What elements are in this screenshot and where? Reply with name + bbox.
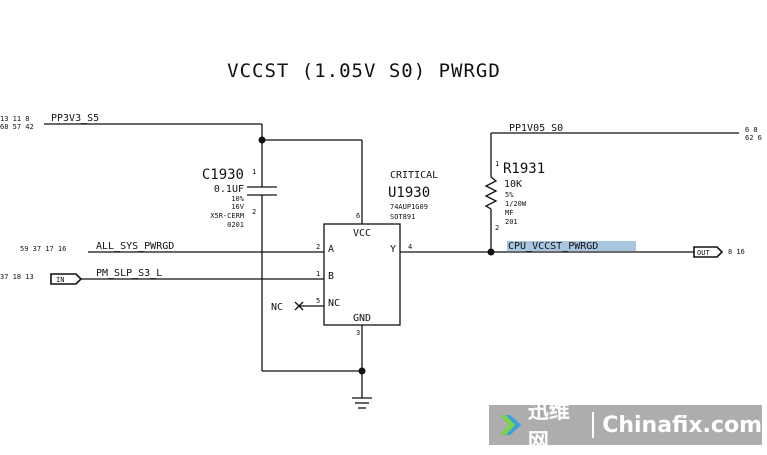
u1930-pin-4: 4: [408, 243, 412, 251]
schematic-title: VCCST (1.05V S0) PWRGD: [227, 60, 501, 82]
c1930-voltage: 16V: [231, 203, 244, 211]
nc-marker-label: NC: [271, 302, 283, 313]
ground-symbol-icon: [352, 397, 372, 409]
c1930-pin-2: 2: [252, 208, 256, 216]
u1930-pin-2: 2: [316, 243, 320, 251]
u1930-pin-3: 3: [356, 329, 360, 337]
cpu-vccst-highlight: [507, 241, 636, 251]
pp1v05-net-label[interactable]: PP1V05_S0: [509, 123, 563, 134]
c1930-package: 0201: [227, 221, 244, 229]
u1930-a-label: A: [328, 244, 334, 255]
pm-slp-s3-net-label[interactable]: PM_SLP_S3_L: [96, 268, 162, 279]
u1930-pin-6: 6: [356, 212, 360, 220]
chinafix-watermark: 迅维网 Chinafix.com: [489, 399, 762, 453]
r1931-package: 201: [505, 218, 518, 226]
cpu-vccst-pwrgd-refs: 8 16: [728, 248, 745, 256]
pp3v3-refs-top: 13 11 8: [0, 115, 30, 123]
u1930-ref: U1930: [388, 185, 430, 201]
u1930-y-label: Y: [390, 244, 396, 255]
pp1v05-refs-bottom: 62 6: [745, 134, 762, 142]
u1930-nc-label: NC: [328, 298, 340, 309]
r1931-pin-2: 2: [495, 224, 499, 232]
c1930-dielectric: X5R-CERM: [210, 212, 244, 220]
watermark-brand-en: Chinafix.com: [602, 412, 762, 438]
out-port-label: OUT: [697, 249, 710, 257]
cpu-vccst-pwrgd-net-label[interactable]: CPU_VCCST_PWRGD: [508, 241, 598, 252]
c1930-value: 0.1UF: [214, 184, 244, 195]
all-sys-pwrgd-refs: 59 37 17 16: [20, 245, 66, 253]
r1931-tolerance: 5%: [505, 191, 514, 199]
watermark-separator: [592, 412, 595, 438]
c1930-ref: C1930: [202, 167, 244, 183]
u1930-part-number: 74AUP1G09: [390, 203, 428, 211]
pp3v3-refs-bottom: 68 57 42: [0, 123, 34, 131]
u1930-b-label: B: [328, 271, 334, 282]
c1930-tolerance: 10%: [231, 195, 244, 203]
u1930-pin-5: 5: [316, 297, 320, 305]
u1930-gnd-label: GND: [353, 313, 371, 324]
pp3v3-net-label[interactable]: PP3V3_S5: [51, 113, 99, 124]
c1930-pin-1: 1: [252, 168, 256, 176]
in-port-flag[interactable]: IN: [50, 273, 83, 285]
u1930-vcc-label: VCC: [353, 228, 371, 239]
in-port-label: IN: [56, 276, 64, 284]
watermark-brand-cn: 迅维网: [527, 399, 570, 453]
r1931-pin-1: 1: [495, 160, 499, 168]
r1931-power: 1/20W: [505, 200, 527, 208]
r1931-ref: R1931: [503, 161, 545, 177]
resistor-r1931[interactable]: [484, 176, 498, 210]
pm-slp-s3-refs: 37 18 13: [0, 273, 34, 281]
no-connect-x-icon: [294, 301, 304, 311]
out-port-flag[interactable]: OUT: [693, 246, 724, 258]
pp1v05-refs-top: 6 8: [745, 126, 758, 134]
r1931-type: MF: [505, 209, 513, 217]
u1930-critical-note: CRITICAL: [390, 170, 438, 181]
capacitor-c1930[interactable]: 1 2 C1930 0.1UF 10% 16V X5R-CERM 0201: [202, 167, 277, 229]
u1930-package: SOT891: [390, 213, 415, 221]
u1930-body[interactable]: [323, 223, 401, 326]
r1931-value: 10K: [504, 179, 522, 190]
all-sys-pwrgd-net-label[interactable]: ALL_SYS_PWRGD: [96, 241, 174, 252]
u1930-pin-1: 1: [316, 270, 320, 278]
chinafix-logo-icon: [499, 415, 522, 435]
